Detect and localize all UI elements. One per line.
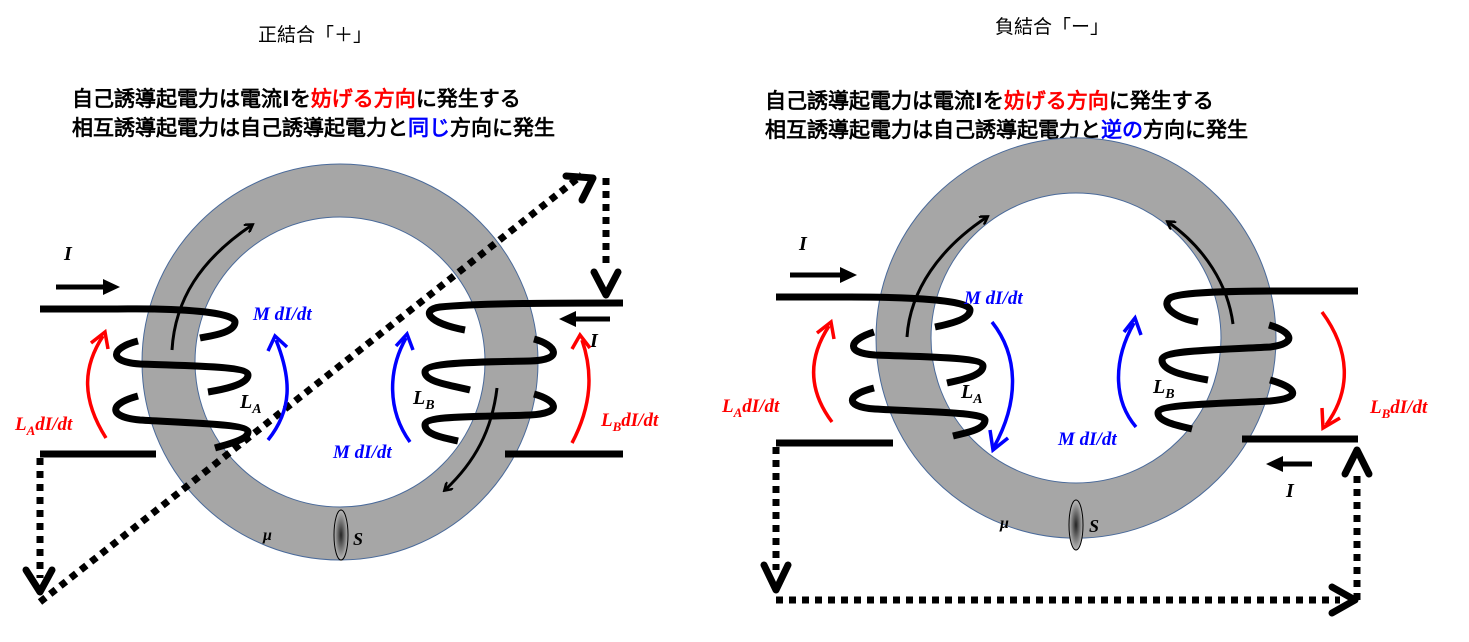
cross-section-ellipse: [333, 509, 349, 561]
coil-a-label: LA: [239, 391, 262, 417]
cross-section-ellipse: [1068, 499, 1084, 551]
dotted-loop: [36, 172, 610, 605]
toroid-core: [875, 137, 1277, 539]
text-segment: 方向に発生: [1143, 118, 1248, 142]
highlight-oppose-direction: 妨げる方向: [310, 87, 416, 111]
text-segment: 相互誘導起電力は自己誘導起電力と: [72, 116, 408, 140]
flux-arrow-b: [445, 387, 499, 490]
mutual-emf-b-arrowhead: [394, 330, 415, 351]
positive-description-line2: 相互誘導起電力は自己誘導起電力と同じ方向に発生: [72, 114, 555, 143]
negative-description-line2: 相互誘導起電力は自己誘導起電力と逆の方向に発生: [765, 116, 1248, 145]
highlight-oppose-direction: 妨げる方向: [1003, 89, 1109, 113]
mutual-emf-a-label: M dI/dt: [963, 288, 1023, 309]
highlight-same-direction: 同じ: [408, 116, 450, 140]
mutual-emf-a-arrow: [990, 320, 1015, 448]
mutual-emf-a-arrow: [266, 339, 289, 442]
dotted-loop: [772, 447, 1361, 604]
mutual-emf-b-label: M dI/dt: [1057, 429, 1117, 450]
mutual-emf-b-arrow: [1116, 322, 1138, 429]
negative-coupling-title: 負結合「ー」: [995, 16, 1110, 38]
self-emf-a-arrowhead: [815, 318, 836, 340]
self-emf-b-arrowhead: [1320, 407, 1341, 431]
coil-a-label: LA: [960, 381, 983, 407]
arrowhead-down: [590, 268, 622, 299]
coil-b: [421, 299, 624, 458]
negative-diagram: S μ I I LA LB: [721, 137, 1428, 617]
flux-arrow-a: [905, 217, 987, 338]
mutual-emf-b-arrowhead: [1122, 314, 1143, 336]
current-out-arrowhead: [559, 311, 576, 327]
text-segment: 自己誘導起電力は電流Iを: [72, 87, 311, 111]
flux-arrow-b: [1168, 222, 1235, 325]
mutual-emf-b-label: M dI/dt: [332, 442, 392, 463]
coil-a: [776, 293, 989, 447]
self-emf-b-arrow: [570, 339, 591, 444]
coil-b: [1154, 287, 1358, 443]
current-out-label: I: [1285, 480, 1295, 502]
coil-b-label: LB: [1152, 376, 1175, 402]
self-emf-a-label: LAdI/dt: [721, 396, 780, 420]
current-in-label: I: [63, 243, 73, 265]
cross-section-label: S: [353, 529, 363, 549]
arrowhead-down-left: [22, 566, 56, 596]
text-segment: 相互誘導起電力は自己誘導起電力と: [765, 118, 1101, 142]
text-segment: に発生する: [1108, 89, 1214, 113]
coil-b-label: LB: [412, 387, 435, 413]
permeability-label: μ: [999, 515, 1009, 532]
mutual-emf-a-arrowhead: [266, 333, 289, 352]
self-emf-b-arrow: [1320, 310, 1346, 427]
text-segment: に発生する: [415, 87, 521, 111]
current-out-arrowhead: [1266, 456, 1283, 472]
negative-description: 自己誘導起電力は電流Iを妨げる方向に発生する 相互誘導起電力は自己誘導起電力と逆…: [765, 87, 1248, 145]
self-emf-b-label: LBdI/dt: [1369, 397, 1428, 421]
positive-description-line1: 自己誘導起電力は電流Iを妨げる方向に発生する: [72, 85, 555, 114]
text-segment: 方向に発生: [450, 116, 555, 140]
self-emf-a-arrow: [811, 325, 834, 424]
current-in-arrowhead: [103, 279, 120, 295]
cross-section-label: S: [1089, 516, 1099, 536]
self-emf-a-arrow: [85, 335, 108, 439]
text-segment: 自己誘導起電力は電流Iを: [765, 89, 1004, 113]
highlight-opposite-direction: 逆の: [1101, 118, 1143, 142]
arrowhead-right: [1328, 583, 1359, 617]
self-emf-b-arrowhead: [570, 331, 592, 350]
mutual-emf-b-arrow: [390, 337, 412, 444]
current-in-arrowhead: [840, 267, 857, 283]
current-out-label: I: [589, 330, 599, 352]
positive-description: 自己誘導起電力は電流Iを妨げる方向に発生する 相互誘導起電力は自己誘導起電力と同…: [72, 85, 555, 143]
positive-diagram: S μ I I LA LB: [14, 163, 659, 605]
coil-a: [40, 305, 252, 458]
arrowhead-down: [760, 561, 792, 594]
self-emf-b-label: LBdI/dt: [600, 410, 659, 434]
self-emf-a-label: LAdI/dt: [14, 414, 73, 438]
current-in-label: I: [798, 233, 808, 255]
arrowhead-up-right: [562, 172, 597, 204]
positive-coupling-title: 正結合「＋」: [258, 24, 373, 46]
mutual-emf-a-label: M dI/dt: [252, 304, 312, 325]
self-emf-a-arrowhead: [89, 328, 110, 350]
permeability-label: μ: [262, 527, 272, 544]
flux-arrow-a: [170, 225, 252, 351]
mutual-emf-a-arrowhead: [988, 429, 1010, 454]
negative-description-line1: 自己誘導起電力は電流Iを妨げる方向に発生する: [765, 87, 1248, 116]
arrowhead-up: [1341, 446, 1373, 478]
